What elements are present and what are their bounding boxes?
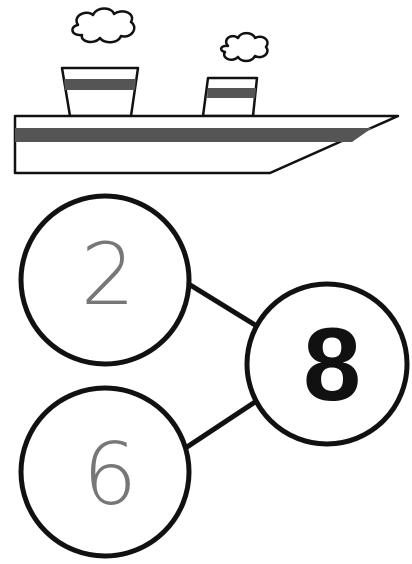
number-bond: 2 6 8	[21, 196, 407, 556]
bond-connector-bottom	[187, 400, 258, 447]
smoke-cloud-icon	[221, 33, 267, 61]
bond-part-top-value: 2	[81, 225, 136, 325]
ship-funnel	[62, 68, 138, 116]
bond-connector-top	[187, 283, 260, 328]
smoke-cloud-icon	[72, 9, 134, 43]
ship-hull	[15, 116, 398, 173]
ship-icon	[15, 9, 398, 174]
bond-part-bottom-value: 6	[83, 425, 138, 525]
bond-whole-value: 8	[303, 307, 361, 423]
